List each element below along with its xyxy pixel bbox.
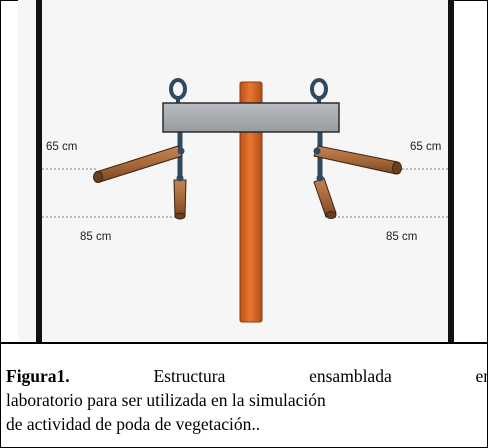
left-65cm-label: 65 cm — [46, 141, 77, 153]
right-edge-bar — [448, 0, 454, 342]
photo-background — [18, 0, 450, 342]
caption-line-3: de actividad de poda de vegetación.. — [6, 414, 261, 434]
right-65cm-label: 65 cm — [410, 141, 441, 153]
caption-line-2: laboratorio para ser utilizada en la sim… — [6, 390, 326, 410]
caption-figure-label: Figura1. — [6, 366, 70, 386]
structure-illustration: 65 cm 85 cm 65 cm 85 cm — [18, 0, 454, 342]
caption-line-1: Figura1. Estructura ensamblada en — [6, 364, 488, 388]
right-85cm-label: 85 cm — [386, 231, 417, 243]
caption-word-1: Estructura — [153, 366, 226, 386]
left-long-branch — [93, 145, 185, 183]
central-pole — [239, 81, 263, 323]
figure-image: 65 cm 85 cm 65 cm 85 cm — [18, 0, 454, 342]
crossbar — [162, 102, 340, 133]
left-85cm-label: 85 cm — [80, 231, 111, 243]
right-long-branch — [313, 145, 402, 175]
caption-word-2: ensamblada — [309, 366, 392, 386]
figure-caption: Figura1. Estructura ensamblada en labora… — [0, 342, 488, 448]
left-short-branch — [173, 174, 187, 220]
right-short-branch — [313, 174, 337, 219]
left-edge-bar — [36, 0, 42, 342]
caption-word-3: en — [475, 366, 488, 386]
